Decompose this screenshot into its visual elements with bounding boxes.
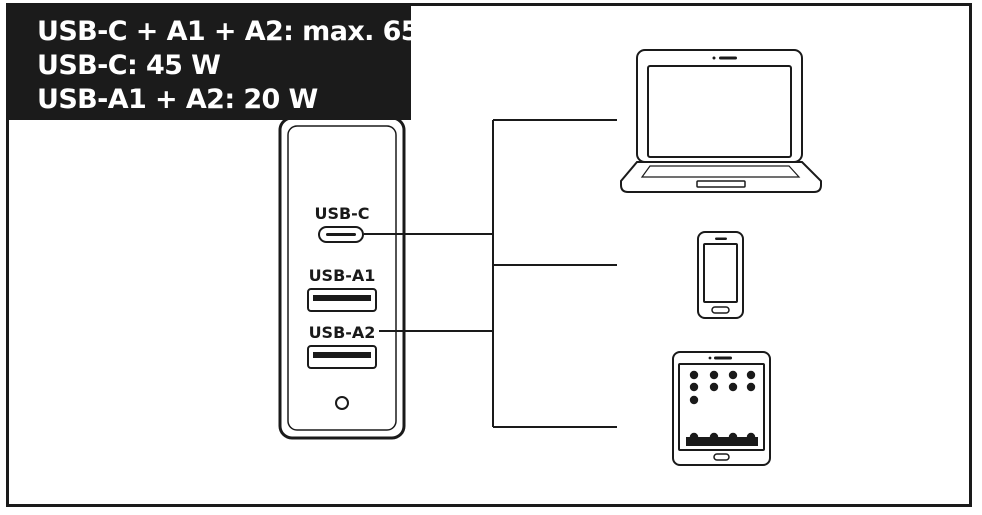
usb-c-label: USB-C — [314, 204, 369, 223]
tablet-icon — [672, 351, 771, 466]
charger-icon — [278, 116, 406, 440]
led-indicator — [335, 396, 349, 410]
connection-lines — [364, 119, 617, 428]
app-icons — [686, 370, 758, 446]
smartphone-icon — [697, 231, 744, 319]
power-specs-banner: USB-C + A1 + A2: max. 65 W USB-C: 45 W U… — [9, 6, 458, 120]
usb-a1-label: USB-A1 — [309, 266, 376, 285]
laptop-icon — [620, 49, 822, 193]
diagram-frame — [6, 3, 972, 507]
spec-total: USB-C + A1 + A2: max. 65 W — [37, 16, 458, 47]
usb-a2-label: USB-A2 — [309, 323, 376, 342]
spec-usb-c: USB-C: 45 W — [37, 50, 221, 81]
spec-usb-a: USB-A1 + A2: 20 W — [37, 84, 318, 115]
